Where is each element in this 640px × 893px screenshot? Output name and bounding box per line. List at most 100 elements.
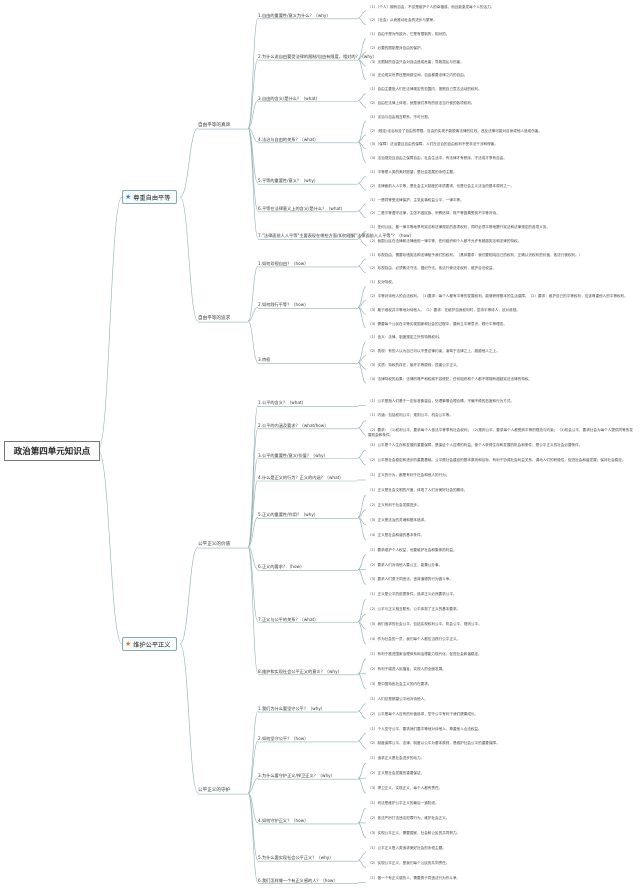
connector-line	[179, 643, 199, 794]
connector-line	[247, 479, 259, 548]
root-node[interactable]: 政治第四单元知识点	[4, 441, 100, 461]
question-label[interactable]: 6.我们怎样做一个有正义感的人？（how）	[258, 877, 338, 883]
connector-line	[357, 516, 367, 540]
answer-text: （4）无论现实世界还是网络空间，自由都要法律之内的自由。	[368, 73, 468, 78]
question-label[interactable]: 6.正义的要求？（how）	[258, 564, 305, 570]
connector-line	[357, 341, 367, 363]
question-label[interactable]: 3.公平的重要性/意义/价值？（why）	[258, 452, 328, 458]
connector-line	[357, 355, 367, 363]
question-label[interactable]: 1.自由的重要性/意义为什么？（why）	[258, 12, 331, 18]
connector-line	[357, 449, 367, 458]
connector-line	[357, 10, 367, 19]
connector-line	[357, 762, 367, 779]
answer-text: （1）正义是公平的前提条件，追求正义必然要求公平。	[368, 592, 457, 597]
answer-text: （1）公平是个人生存和发展的重要保障，是保证个人应得的利益，使个人获得生存和发展…	[368, 443, 583, 448]
connector-line	[247, 792, 259, 883]
section-title[interactable]: 自由平等的真谛	[198, 123, 231, 129]
answer-text: （2）实现公平正义，是我们每个公民的共同责任。	[368, 860, 450, 865]
connector-line	[247, 777, 259, 794]
connector-line	[357, 238, 367, 246]
connector-line	[247, 127, 259, 143]
answer-text: （1）做一个有正义感的人，需要勇于同违法行为作斗争。	[368, 875, 461, 880]
question-label[interactable]: 5.为什么要实现社会公平正义？（why）	[258, 855, 334, 861]
connector-line	[247, 546, 259, 570]
answer-text: （1）任何公民，都一律平等地享有宪法和法律规定的各项权利，同时必须平等地履行宪法…	[368, 225, 550, 230]
question-label[interactable]: 7."法律面前人人平等"主要表现在哪些方面/如何理解"法律面前人人平等"？（ho…	[258, 233, 414, 239]
question-label[interactable]: 4.什么是正义的行为？正义的内涵？（what）	[258, 475, 344, 480]
question-label[interactable]: 1.我们为什么要坚守公平？（why）	[258, 706, 325, 712]
connector-line	[357, 231, 367, 239]
question-label[interactable]: 4.如何守护正义？（how）	[258, 817, 309, 823]
branch-node[interactable]: ★维护公平正义	[122, 637, 178, 651]
answer-text: （1）人们总是期望公平地对待他人。	[368, 696, 428, 701]
connector-line	[179, 127, 199, 198]
connector-line	[357, 38, 367, 60]
answer-text: （2）二是平等遵守法律，主张不因民族、宗教信仰、财产等因素受到不平等对待。	[368, 211, 500, 216]
connector-line	[247, 546, 259, 675]
section-title[interactable]: 公平正义的守护	[198, 788, 231, 794]
connector-line	[357, 51, 367, 60]
answer-text: （1）平等是人类的美好愿望，是社会发展的永恒主题。	[368, 169, 457, 174]
answer-text: （1）反对特权。	[368, 280, 396, 285]
answer-text: （1）司法是维护公平正义的最后一道防线。	[368, 801, 439, 806]
answer-text: （1）有利于推进国家治理体系和治理能力现代化，促进社会和谐稳定。	[368, 651, 482, 656]
answer-text: （2）珍视自由，必须敬法守法、遵纪守法，依法行使法定权利，维护合法权益。	[368, 266, 497, 271]
question-label[interactable]: 5.正义的重要性/作用？（why）	[258, 512, 319, 518]
answer-text: （1）正义是社会文明的尺度，体现了人们对美好社会的期待。	[368, 487, 468, 492]
section-title[interactable]: 公平正义的价值	[198, 542, 231, 548]
question-label[interactable]: 7.正义与公平的关系？（what）	[258, 616, 319, 622]
connector-line	[357, 733, 367, 742]
branch-node[interactable]: ★尊重自由平等	[122, 190, 178, 204]
question-label[interactable]: 2.公平的内涵及要求？（what/how）	[258, 422, 329, 428]
connector-line	[357, 554, 367, 570]
connector-line	[357, 300, 367, 308]
question-label[interactable]: 3.自由的含义/是什么？（what）	[258, 95, 320, 101]
connector-line	[247, 405, 259, 548]
answer-text: （2）（社会）从而推动社会的进步与繁荣。	[368, 18, 437, 23]
answer-text: （1）含义：法律、制度规定之外的特殊权利。	[368, 335, 443, 340]
question-label[interactable]: 5.平等的重要性/意义？（why）	[258, 178, 319, 184]
answer-text: （2）依法严厉打击违法犯罪行为，维护社会正义。	[368, 815, 450, 820]
branch-title: 维护公平正义	[133, 641, 171, 649]
connector-line	[357, 494, 367, 518]
question-label[interactable]: 2.为什么说自由要受法律的限制/自由有限度，相对的？（why）	[258, 54, 377, 60]
answer-text: （3）是中国特色社会主义的内在要求。	[368, 681, 432, 686]
connector-line	[247, 58, 259, 129]
answer-text: （4）法治规范且自由之保障自由，社会生活中，有法律才有秩序，守法成才享有自由。	[368, 156, 507, 161]
question-label[interactable]: 4.法治与自由的关系？（what）	[258, 136, 319, 142]
answer-text: （1）追求正义是社会进步的动力。	[368, 756, 425, 761]
connector-line	[357, 141, 367, 163]
answer-text: （2）正义是社会发展的重要保证。	[368, 771, 425, 776]
answer-text: （4）正义是社会和谐的基本条件。	[368, 532, 425, 537]
question-label[interactable]: 2.如何践行平等？（how）	[258, 302, 309, 308]
question-label[interactable]: 3.特权	[258, 357, 271, 363]
connector-line	[357, 306, 367, 329]
section-title[interactable]: 自由平等的追求	[198, 316, 231, 322]
question-label[interactable]: 1.如何珍视自由？（how）	[258, 260, 309, 266]
question-label[interactable]: 1.公平的含义？（what）	[258, 400, 306, 406]
answer-text: （2）表现：有的人认为自己可以不受法律约束，凌驾于法律之上，超越他人之上。	[368, 349, 500, 354]
answer-text: （2）要求：（1)权利公平，要求每个人依法平等享有社会权利；（2)规则公平，要求…	[368, 428, 633, 438]
answer-text: （3）要求人们勇于同违法、违背道德的行为做斗争。	[368, 577, 453, 582]
connector-line	[179, 196, 199, 322]
question-label[interactable]: 2.如何坚守公平？（how）	[258, 735, 309, 741]
answer-text: （1）内涵：包括权利公平、规则公平、机会公平等。	[368, 413, 453, 418]
connector-line	[357, 182, 367, 191]
connector-line	[247, 792, 259, 861]
question-label[interactable]: 8.维护和实现社会公平正义的意义？（why）	[258, 668, 342, 674]
orange-star-icon: ★	[125, 640, 132, 648]
answer-text: （3）实现公平正义，需要国家、社会和公民的共同努力。	[368, 830, 461, 835]
connector-line	[357, 134, 367, 143]
blue-star-icon: ★	[125, 193, 132, 201]
connector-line	[357, 362, 367, 384]
answer-text: （2）有利于增进人民福祉，实现人的全面发展。	[368, 666, 446, 671]
answer-text: （3）（保障）法治要且自由的保障。人们在法治的自由权利不受非法干涉和侵害。	[368, 142, 498, 147]
answer-text: （1）自由主要指人们在法律规定的范围内，按照自己意志活动的权利。	[368, 87, 482, 92]
answer-text: （4）作为社会的一员，我们每个人都应当践行公平正义。	[368, 637, 461, 642]
answer-text: （2）我国公民在法律和法律面前一律平等，任何组织和个人都不允许有超越宪法和法律的…	[368, 238, 522, 243]
question-label[interactable]: 3.为什么要守护正义/捍卫正义？（why）	[258, 773, 335, 779]
connector-line	[97, 449, 123, 645]
connector-line	[357, 457, 367, 466]
question-label[interactable]: 6.平等在法律意义上的含义/是什么？（what）	[258, 205, 345, 211]
answer-text: （3）无限制的自由只会对自由造成危害，导致混乱与伤害。	[368, 59, 464, 64]
